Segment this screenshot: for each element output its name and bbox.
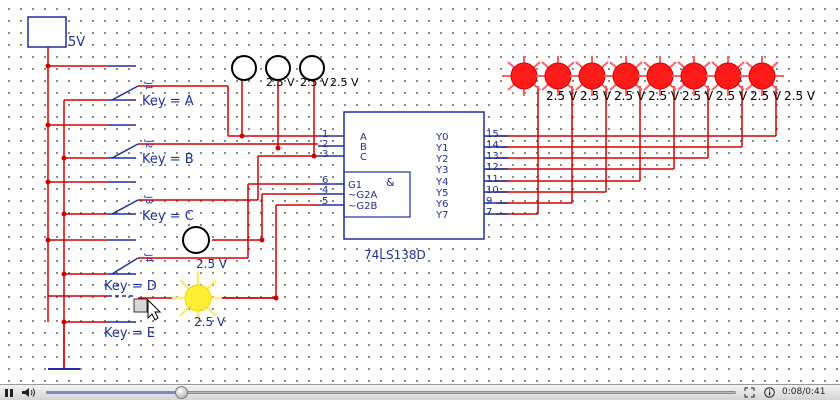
chip-pin-number-3: 3 — [322, 149, 328, 160]
chip-and-symbol: & — [386, 176, 395, 189]
switch-b-key-label: Key = B — [142, 152, 194, 167]
chip-output-y5-label: Y5 — [435, 188, 448, 199]
info-icon[interactable] — [762, 386, 776, 399]
chip-input-c-label: C — [360, 152, 367, 163]
mouse-cursor-icon — [133, 298, 162, 321]
output-probe-3-voltage: 2.5 V — [648, 89, 680, 103]
switch-ref-j4: J4 — [143, 253, 153, 263]
output-probe-5-voltage: 2.5 V — [716, 89, 748, 103]
chip-enable-label-2: ~G2B — [348, 201, 377, 212]
chip-pin-number-7: 7 — [486, 207, 492, 218]
chip-pin-number-5: 5 — [322, 196, 328, 207]
probe-c[interactable]: 2.5 V — [299, 55, 359, 89]
chip-pin-number-11: 11 — [486, 174, 499, 185]
chip-enable-label-0: G1 — [348, 180, 362, 191]
chip-pin-number-12: 12 — [486, 162, 499, 173]
output-probe-2[interactable]: 2.5 V — [570, 56, 646, 103]
chip-output-y0-label: Y0 — [435, 132, 448, 143]
chip-pin-number-1: 1 — [322, 129, 328, 140]
probe-lit-voltage: 2.5 V — [194, 315, 226, 329]
chip-output-y4-label: Y4 — [435, 177, 448, 188]
vcc-source[interactable]: 5V — [27, 16, 85, 50]
chip-output-y6-label: Y6 — [435, 199, 448, 210]
chip-pin-number-6: 6 — [322, 175, 328, 186]
chip-input-b-label: B — [360, 142, 367, 153]
chip-pin-number-14: 14 — [486, 140, 499, 151]
speaker-icon[interactable] — [20, 386, 38, 399]
seek-progress — [47, 392, 182, 393]
chip-input-a-label: A — [360, 132, 367, 143]
circuit-diagram: 5V — [27, 16, 816, 370]
probe-c-voltage: 2.5 V — [330, 76, 359, 89]
chip-pin-number-15: 15 — [486, 129, 499, 140]
chip-output-y3-label: Y3 — [435, 165, 448, 176]
switch-e[interactable] — [108, 295, 136, 323]
output-probe-1-voltage: 2.5 V — [580, 89, 612, 103]
vcc-label: 5V — [68, 35, 85, 50]
output-probe-7[interactable]: 2.5 V — [740, 56, 816, 103]
chip-output-y1-label: Y1 — [435, 143, 448, 154]
switch-c[interactable] — [108, 181, 139, 215]
output-probe-6-voltage: 2.5 V — [750, 89, 782, 103]
output-probe-4-voltage: 2.5 V — [682, 89, 714, 103]
schematic-canvas[interactable]: 5V — [0, 0, 840, 384]
chip-pin-number-2: 2 — [322, 139, 328, 150]
probe-lit-yellow[interactable]: 2.5 V — [172, 272, 226, 329]
switch-d[interactable] — [108, 239, 139, 275]
switch-a-key-label: Key = A — [142, 94, 194, 109]
decoder-chip[interactable]: 74LS138D & — [318, 111, 508, 262]
probe-g1-voltage: 2.5 V — [196, 257, 228, 271]
switch-ref-j3: J3 — [143, 195, 153, 204]
seek-thumb[interactable] — [175, 386, 189, 399]
seek-bar[interactable] — [46, 386, 736, 399]
output-probe-7-voltage: 2.5 V — [784, 89, 816, 103]
chip-enable-label-1: ~G2A — [348, 190, 377, 201]
switch-c-key-label: Key = C — [142, 209, 194, 224]
switch-d-key-label: Key = D — [104, 279, 157, 294]
output-probe-1[interactable]: 2.5 V — [536, 56, 612, 103]
video-control-bar: 0:08/0:41 — [0, 384, 840, 400]
wire-network — [47, 47, 777, 370]
chip-pin-number-10: 10 — [486, 185, 499, 196]
switch-a[interactable] — [108, 65, 139, 101]
wire-junctions — [45, 63, 317, 325]
output-probe-0-voltage: 2.5 V — [546, 89, 578, 103]
chip-pin-number-9: 9 — [486, 196, 492, 207]
switch-ref-j1: J1 — [143, 81, 153, 90]
probe-g1[interactable]: 2.5 V — [182, 226, 228, 271]
chip-output-y2-label: Y2 — [435, 154, 448, 165]
pause-icon[interactable] — [2, 386, 16, 399]
switch-ref-j2: J2 — [143, 139, 153, 148]
chip-part-name: 74LS138D — [364, 248, 426, 262]
time-readout: 0:08/0:41 — [782, 387, 826, 397]
fullscreen-icon[interactable] — [742, 386, 756, 399]
chip-pin-number-13: 13 — [486, 151, 499, 162]
output-probe-5[interactable]: 2.5 V — [672, 56, 748, 103]
chip-output-y7-label: Y7 — [435, 210, 448, 221]
output-probe-2-voltage: 2.5 V — [614, 89, 646, 103]
switch-e-key-label: Key = E — [104, 326, 155, 341]
output-probe-0[interactable]: 2.5 V — [502, 56, 578, 103]
output-probe-4[interactable]: 2.5 V — [638, 56, 714, 103]
switch-b[interactable] — [108, 124, 139, 159]
chip-pin-number-4: 4 — [322, 185, 328, 196]
